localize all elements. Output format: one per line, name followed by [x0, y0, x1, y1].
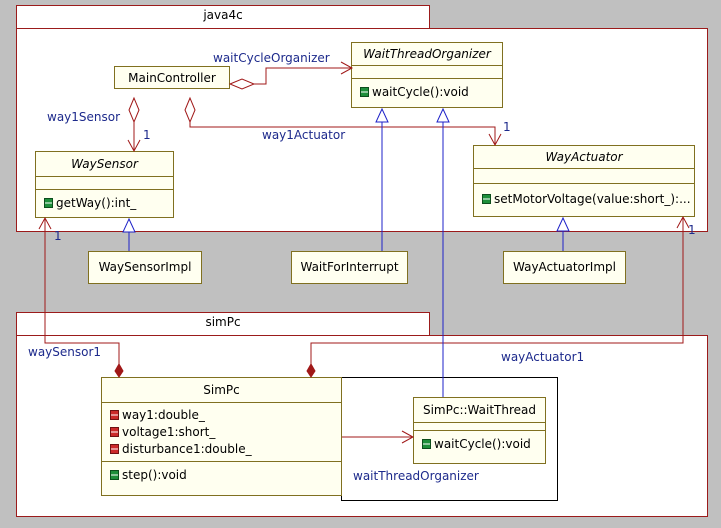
- association-wait-cycle-organizer[interactable]: [254, 67, 352, 85]
- operation-set-motor-voltage[interactable]: setMotorVoltage(value:short_):...: [474, 190, 694, 207]
- class-name: SimPc::WaitThread: [422, 403, 536, 417]
- label-way1-sensor: way1Sensor: [47, 110, 121, 124]
- operation-label: getWay():int_: [56, 195, 137, 210]
- multiplicity-way-actuator1: 1: [688, 223, 696, 237]
- operation-step[interactable]: step():void: [102, 466, 341, 483]
- class-wait-thread-organizer[interactable]: WaitThreadOrganizer waitCycle():void: [351, 42, 503, 108]
- package-simpc-label: simPc: [205, 315, 241, 329]
- operation-get-way[interactable]: getWay():int_: [36, 194, 173, 211]
- package-java4c-tab[interactable]: java4c: [16, 5, 430, 29]
- operation-wait-cycle[interactable]: waitCycle():void: [414, 435, 545, 452]
- attribute-label: disturbance1:double_: [122, 441, 252, 456]
- class-way-sensor-impl[interactable]: WaySensorImpl: [88, 251, 202, 284]
- generalization-triangle: [436, 107, 450, 123]
- operation-icon: [422, 438, 431, 449]
- operation-icon: [110, 469, 119, 480]
- class-name: SimPc: [203, 383, 240, 397]
- label-way-sensor1: waySensor1: [28, 345, 102, 359]
- label-way1-actuator: way1Actuator: [262, 128, 346, 142]
- composition-diamond: [306, 362, 316, 378]
- operation-label: waitCycle():void: [434, 436, 531, 451]
- operation-icon: [360, 86, 369, 97]
- class-name: MainController: [128, 71, 216, 85]
- association-way-actuator1[interactable]: [310, 217, 684, 364]
- operation-label: setMotorVoltage(value:short_):...: [494, 191, 691, 206]
- class-sim-pc[interactable]: SimPc way1:double_ voltage1:short_ distu…: [101, 377, 342, 496]
- arrowhead: [340, 61, 354, 75]
- operation-label: waitCycle():void: [372, 84, 469, 99]
- aggregation-diamond: [228, 78, 256, 90]
- class-name: WaitThreadOrganizer: [363, 47, 491, 61]
- attribute-icon: [110, 426, 119, 437]
- association-way-sensor1[interactable]: [44, 218, 120, 364]
- class-name: WaySensorImpl: [98, 260, 192, 274]
- package-simpc-tab[interactable]: simPc: [16, 312, 430, 336]
- class-main-controller[interactable]: MainController: [114, 66, 230, 89]
- class-way-actuator[interactable]: WayActuator setMotorVoltage(value:short_…: [473, 145, 695, 217]
- operation-icon: [44, 197, 53, 208]
- class-sim-pc-wait-thread[interactable]: SimPc::WaitThread waitCycle():void: [413, 397, 546, 464]
- composition-diamond: [114, 362, 124, 378]
- arrowhead: [401, 430, 415, 444]
- operation-label: step():void: [122, 467, 187, 482]
- class-wait-for-interrupt[interactable]: WaitForInterrupt: [291, 251, 408, 284]
- attribute-disturbance1[interactable]: disturbance1:double_: [102, 440, 341, 457]
- attribute-label: way1:double_: [122, 407, 205, 422]
- class-name: WayActuator: [545, 150, 623, 164]
- class-way-sensor[interactable]: WaySensor getWay():int_: [35, 151, 174, 218]
- attribute-icon: [110, 409, 119, 420]
- multiplicity-way1-actuator: 1: [503, 120, 511, 134]
- class-name: WaySensor: [71, 157, 138, 171]
- attribute-voltage1[interactable]: voltage1:short_: [102, 423, 341, 440]
- aggregation-diamond: [184, 96, 196, 124]
- label-way-actuator1: wayActuator1: [501, 350, 585, 364]
- label-wait-thread-organizer: waitThreadOrganizer: [353, 469, 479, 483]
- aggregation-diamond: [128, 96, 140, 124]
- arrowhead: [38, 216, 52, 230]
- class-name: WaitForInterrupt: [300, 260, 399, 274]
- generalization-triangle: [122, 217, 136, 233]
- operation-icon: [482, 193, 491, 204]
- arrowhead: [676, 215, 690, 229]
- generalization-triangle: [375, 107, 389, 123]
- multiplicity-way1-sensor: 1: [143, 128, 151, 142]
- attribute-label: voltage1:short_: [122, 424, 216, 439]
- association-way1-actuator[interactable]: [189, 122, 496, 145]
- attribute-icon: [110, 443, 119, 454]
- operation-wait-cycle[interactable]: waitCycle():void: [352, 83, 502, 100]
- arrowhead: [127, 139, 141, 153]
- attribute-way1[interactable]: way1:double_: [102, 406, 341, 423]
- arrowhead: [488, 133, 502, 147]
- generalization-triangle: [556, 216, 570, 232]
- package-java4c-label: java4c: [203, 8, 243, 22]
- label-wait-cycle-organizer: waitCycleOrganizer: [213, 51, 330, 65]
- class-way-actuator-impl[interactable]: WayActuatorImpl: [503, 251, 626, 284]
- multiplicity-way-sensor1: 1: [54, 229, 62, 243]
- class-name: WayActuatorImpl: [513, 260, 616, 274]
